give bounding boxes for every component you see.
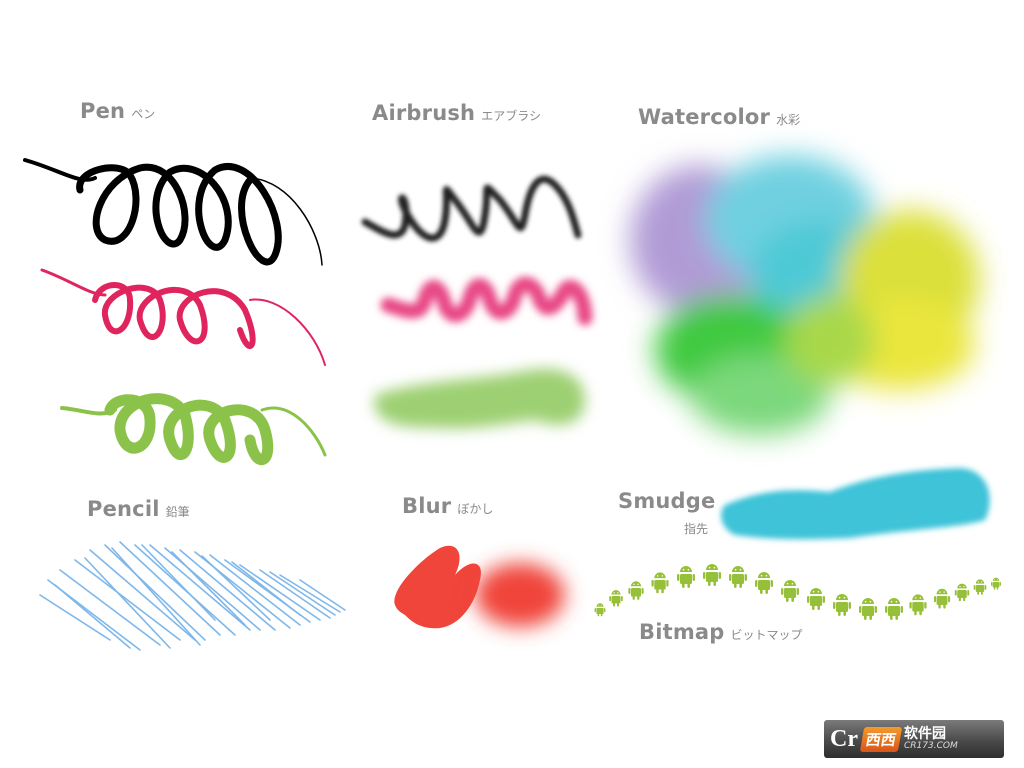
smudge-label-jp: 指先 — [684, 522, 709, 536]
blur-red-stroke — [394, 545, 565, 629]
watermark-url: CR173.COM — [904, 740, 958, 751]
airbrush-green-stroke — [374, 368, 585, 429]
airbrush-black-stroke — [361, 175, 582, 242]
pen-pink-stroke — [40, 268, 326, 366]
pencil-blue-hatching — [39, 541, 346, 651]
watermark-badge: 西西 — [859, 726, 903, 752]
airbrush-pink-stroke — [380, 276, 593, 326]
smudge-label: Smudge — [618, 489, 716, 513]
pen-green-stroke — [60, 393, 327, 466]
watermark-cr-logo: Cr — [830, 726, 858, 752]
watermark-name: 软件园 — [904, 725, 946, 742]
watermark-logo: Cr 西西 软件园 CR173.COM — [824, 720, 1004, 758]
bitmap-android-stroke — [594, 564, 1001, 620]
watercolor-blend — [630, 155, 980, 435]
smudge-cyan-stroke — [721, 468, 990, 540]
pen-black-stroke — [23, 158, 323, 266]
